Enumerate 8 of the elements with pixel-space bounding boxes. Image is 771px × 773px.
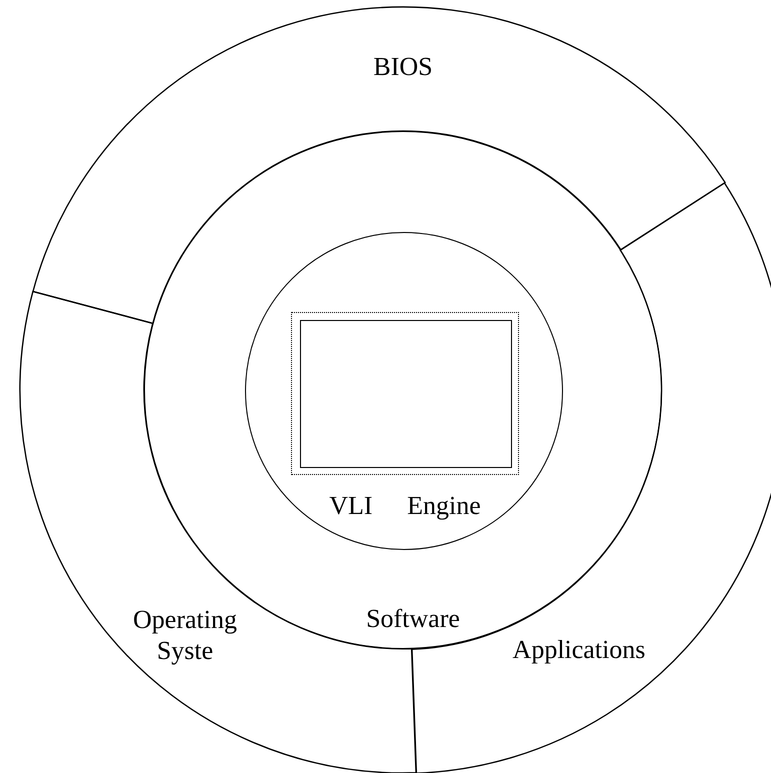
ring-label: Operating Syste bbox=[132, 604, 238, 666]
ring-label: Applications bbox=[512, 634, 646, 665]
ring-label: Software bbox=[365, 603, 461, 634]
ring-label: BIOS bbox=[372, 50, 434, 82]
ring-label: VLI Engine bbox=[328, 490, 482, 521]
dotted-box bbox=[291, 312, 519, 475]
engine-box bbox=[300, 320, 512, 468]
core-circle bbox=[245, 232, 563, 550]
